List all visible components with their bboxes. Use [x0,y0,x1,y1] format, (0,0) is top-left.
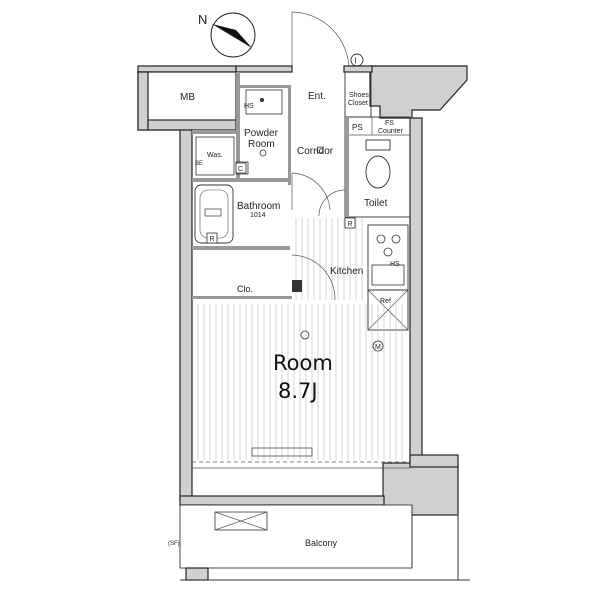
balcony-label: Balcony [305,538,338,548]
room-name: Room [273,351,333,375]
mb-label: MB [180,92,195,103]
entrance-door [291,11,350,71]
bathroom-size-label: 1014 [250,212,266,219]
c-marker: C [235,162,247,174]
svg-text:R: R [348,221,353,228]
corridor-label: Corridor [297,146,334,157]
ent-label: Ent. [308,91,326,102]
hs-kitchen-label: HS [390,261,400,268]
ps-label: PS [352,123,363,132]
clo-label: Clo. [237,284,253,294]
p-marker [292,280,302,292]
shoes-closet-label-1: Shoes [349,92,369,99]
counter-label: Counter [378,128,404,135]
svg-text:M: M [375,344,381,351]
compass-icon: N [198,12,256,58]
compass-label: N [198,12,207,27]
r-marker-bath: R [206,232,218,244]
powder-room-label-2: Room [248,139,275,150]
powder-room-label-1: Powder [244,128,279,139]
fixtures [194,89,405,531]
room-floor [197,218,403,460]
svg-text:I: I [355,57,357,66]
info-marker: I [350,53,364,67]
r-marker: R [344,217,356,229]
was-label: Was. [207,152,223,159]
ref-label: Ref [380,298,391,305]
svg-text:C: C [238,166,243,173]
outer-walls [137,65,470,581]
shoes-closet-label-2: Closet [348,100,368,107]
room-size: 8.7J [278,379,318,403]
bathroom-label: Bathroom [237,201,280,212]
fs-label: FS [385,120,394,127]
sf-label: (SF) [168,541,180,547]
hs-top-label: HS [244,103,254,110]
be-label: BE [195,161,203,167]
svg-text:R: R [210,236,215,243]
meter-marker: M [372,340,384,352]
interior-partitions [192,71,411,469]
kitchen-label: Kitchen [330,266,363,277]
toilet-label: Toilet [364,198,388,209]
